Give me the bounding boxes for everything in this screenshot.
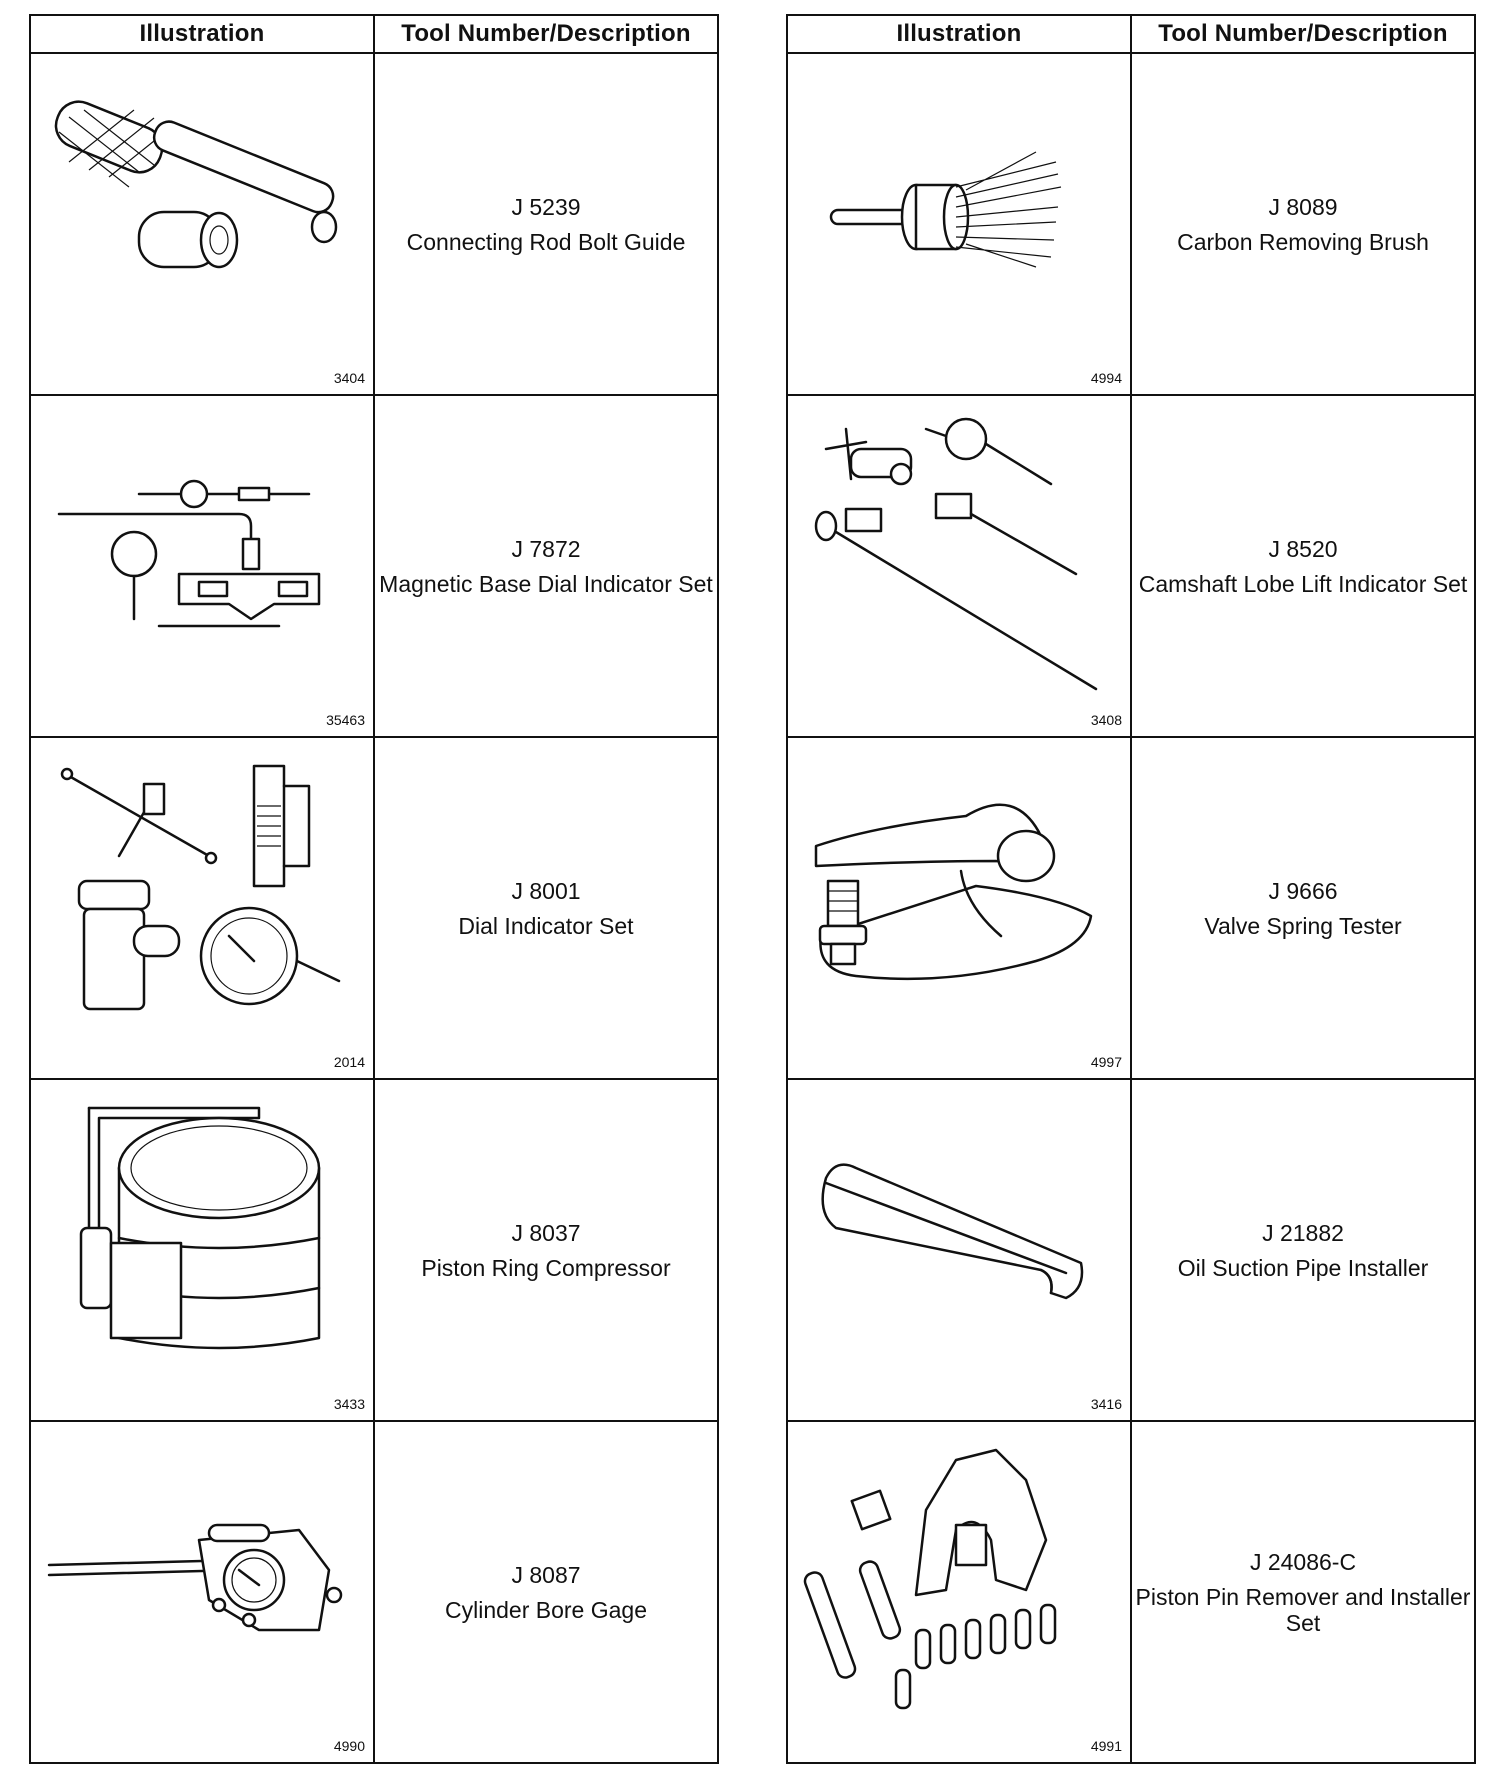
description-cell: J 8037 Piston Ring Compressor [373, 1078, 719, 1422]
figure-number: 35463 [326, 712, 365, 728]
tool-number: J 8001 [511, 877, 581, 904]
figure-number: 3416 [1090, 1396, 1122, 1412]
description-cell: J 21882 Oil Suction Pipe Installer [1130, 1078, 1476, 1422]
illustration-cell: 35463 [29, 394, 375, 738]
header-tool-description: Tool Number/Description [373, 14, 719, 54]
table-row: 4994 J 8089 Carbon Removing Brush [786, 52, 1476, 396]
connecting-rod-bolt-guide-icon [54, 100, 338, 269]
table-row: 3408 J 8520 Camshaft Lobe Lift Indicator… [786, 394, 1476, 738]
table-header-row: Illustration Tool Number/Description [29, 14, 719, 54]
table-row: 3433 J 8037 Piston Ring Compressor [29, 1078, 719, 1422]
figure-number: 4994 [1090, 370, 1122, 386]
tool-table-right: Illustration Tool Number/Description 499… [786, 14, 1476, 1764]
tool-number: J 21882 [1262, 1219, 1344, 1246]
figure-number: 3404 [333, 370, 365, 386]
tool-number: J 5239 [511, 193, 581, 220]
tool-number: J 8520 [1268, 535, 1338, 562]
table-row: 3416 J 21882 Oil Suction Pipe Installer [786, 1078, 1476, 1422]
tool-description: Connecting Rod Bolt Guide [406, 228, 686, 255]
tool-description: Piston Ring Compressor [421, 1254, 671, 1281]
table-row: 4997 J 9666 Valve Spring Tester [786, 736, 1476, 1080]
illustration-cell: 4994 [786, 52, 1132, 396]
illustration-cell: 4990 [29, 1420, 375, 1764]
table-header-row: Illustration Tool Number/Description [786, 14, 1476, 54]
tool-number: J 7872 [511, 535, 581, 562]
tool-description: Piston Pin Remover and Installer Set [1135, 1583, 1471, 1636]
illustration-cell: 3404 [29, 52, 375, 396]
illustration-cell: 2014 [29, 736, 375, 1080]
tool-description: Cylinder Bore Gage [445, 1596, 647, 1623]
camshaft-lobe-lift-indicator-icon [814, 417, 1098, 691]
description-cell: J 9666 Valve Spring Tester [1130, 736, 1476, 1080]
tool-table-left: Illustration Tool Number/Description 340… [29, 14, 719, 1764]
tool-number: J 8089 [1268, 193, 1338, 220]
tool-description: Oil Suction Pipe Installer [1177, 1254, 1429, 1281]
table-row: 4990 J 8087 Cylinder Bore Gage [29, 1420, 719, 1764]
illustration-cell: 3416 [786, 1078, 1132, 1422]
magnetic-base-dial-indicator-icon [57, 479, 321, 628]
piston-pin-remover-installer-icon [803, 1448, 1057, 1710]
valve-spring-tester-icon [814, 803, 1093, 981]
tool-description: Carbon Removing Brush [1177, 228, 1429, 255]
illustration-cell: 3433 [29, 1078, 375, 1422]
dial-indicator-set-icon [60, 764, 341, 1011]
table-row: 3404 J 5239 Connecting Rod Bolt Guide [29, 52, 719, 396]
tool-description: Magnetic Base Dial Indicator Set [379, 570, 713, 597]
figure-number: 3408 [1090, 712, 1122, 728]
table-row: 4991 J 24086-C Piston Pin Remover and In… [786, 1420, 1476, 1764]
description-cell: J 8089 Carbon Removing Brush [1130, 52, 1476, 396]
carbon-removing-brush-icon [829, 151, 1062, 268]
illustration-cell: 4991 [786, 1420, 1132, 1764]
header-tool-description: Tool Number/Description [1130, 14, 1476, 54]
description-cell: J 24086-C Piston Pin Remover and Install… [1130, 1420, 1476, 1764]
header-illustration: Illustration [29, 14, 375, 54]
tool-number: J 9666 [1268, 877, 1338, 904]
table-row: 2014 J 8001 Dial Indicator Set [29, 736, 719, 1080]
figure-number: 3433 [333, 1396, 365, 1412]
figure-number: 2014 [333, 1054, 365, 1070]
tool-description: Camshaft Lobe Lift Indicator Set [1138, 570, 1468, 597]
header-illustration: Illustration [786, 14, 1132, 54]
figure-number: 4997 [1090, 1054, 1122, 1070]
description-cell: J 7872 Magnetic Base Dial Indicator Set [373, 394, 719, 738]
description-cell: J 8087 Cylinder Bore Gage [373, 1420, 719, 1764]
figure-number: 4990 [333, 1738, 365, 1754]
description-cell: J 8001 Dial Indicator Set [373, 736, 719, 1080]
piston-ring-compressor-icon [79, 1106, 321, 1350]
description-cell: J 8520 Camshaft Lobe Lift Indicator Set [1130, 394, 1476, 738]
tool-description: Dial Indicator Set [458, 912, 634, 939]
tool-number: J 8037 [511, 1219, 581, 1246]
tool-number: J 8087 [511, 1561, 581, 1588]
illustration-cell: 3408 [786, 394, 1132, 738]
oil-suction-pipe-installer-icon [821, 1163, 1084, 1300]
description-cell: J 5239 Connecting Rod Bolt Guide [373, 52, 719, 396]
illustration-cell: 4997 [786, 736, 1132, 1080]
tool-description: Valve Spring Tester [1204, 912, 1402, 939]
cylinder-bore-gage-icon [47, 1523, 343, 1632]
figure-number: 4991 [1090, 1738, 1122, 1754]
table-row: 35463 J 7872 Magnetic Base Dial Indicato… [29, 394, 719, 738]
tool-number: J 24086-C [1249, 1548, 1357, 1575]
